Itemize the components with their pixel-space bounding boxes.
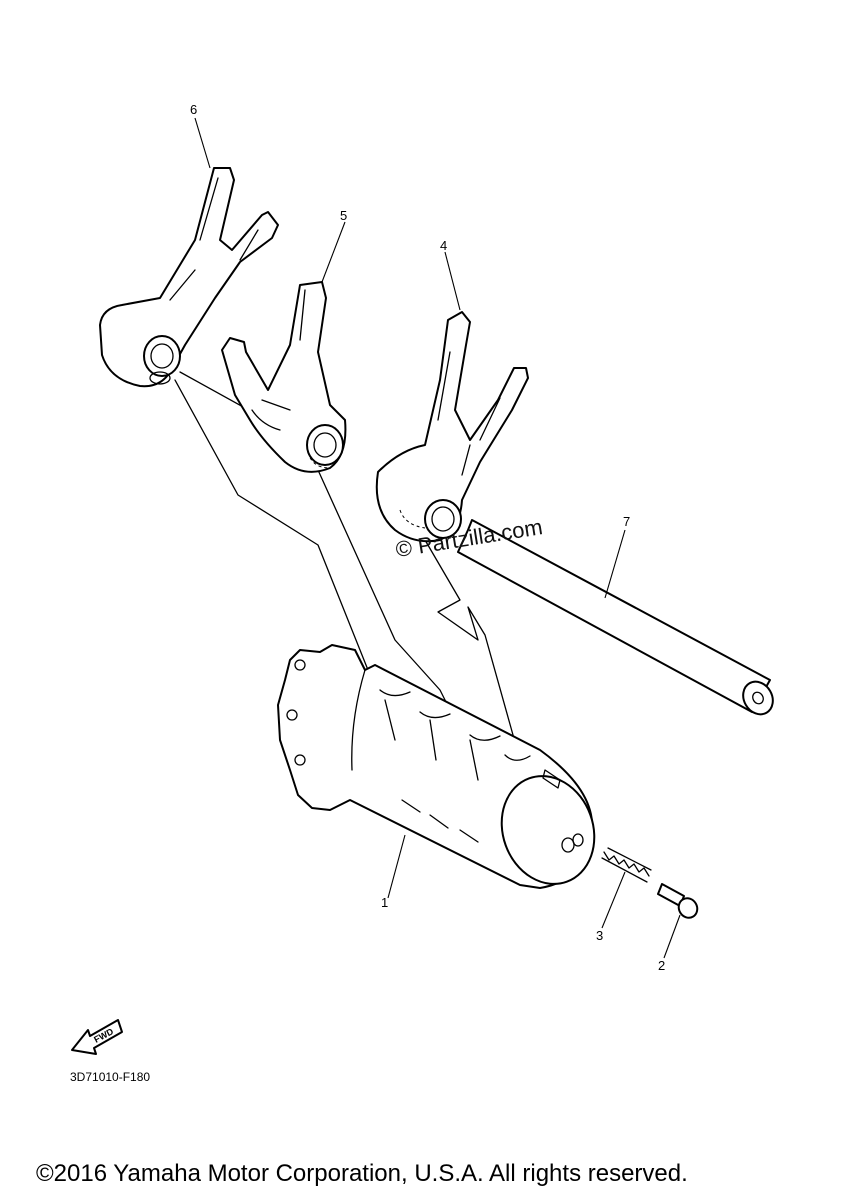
- spring[interactable]: [601, 847, 652, 883]
- callout-2: 2: [658, 958, 665, 973]
- callout-7: 7: [623, 514, 630, 529]
- callout-3: 3: [596, 928, 603, 943]
- callout-6: 6: [190, 102, 197, 117]
- callout-1: 1: [381, 895, 388, 910]
- shift-fork-shaft[interactable]: [457, 519, 779, 720]
- leader-lines: [194, 117, 681, 959]
- callout-5: 5: [340, 208, 347, 223]
- shift-fork-4[interactable]: [375, 311, 529, 543]
- diagram-code: 3D71010-F180: [70, 1070, 151, 1084]
- shift-fork-6[interactable]: [99, 167, 279, 388]
- shift-fork-5[interactable]: [221, 281, 347, 473]
- callout-4: 4: [440, 238, 447, 253]
- pin[interactable]: [657, 883, 701, 921]
- copyright-notice: ©2016 Yamaha Motor Corporation, U.S.A. A…: [36, 1160, 688, 1187]
- shift-drum[interactable]: [277, 644, 609, 897]
- fwd-arrow-icon: FWD: [71, 1019, 123, 1055]
